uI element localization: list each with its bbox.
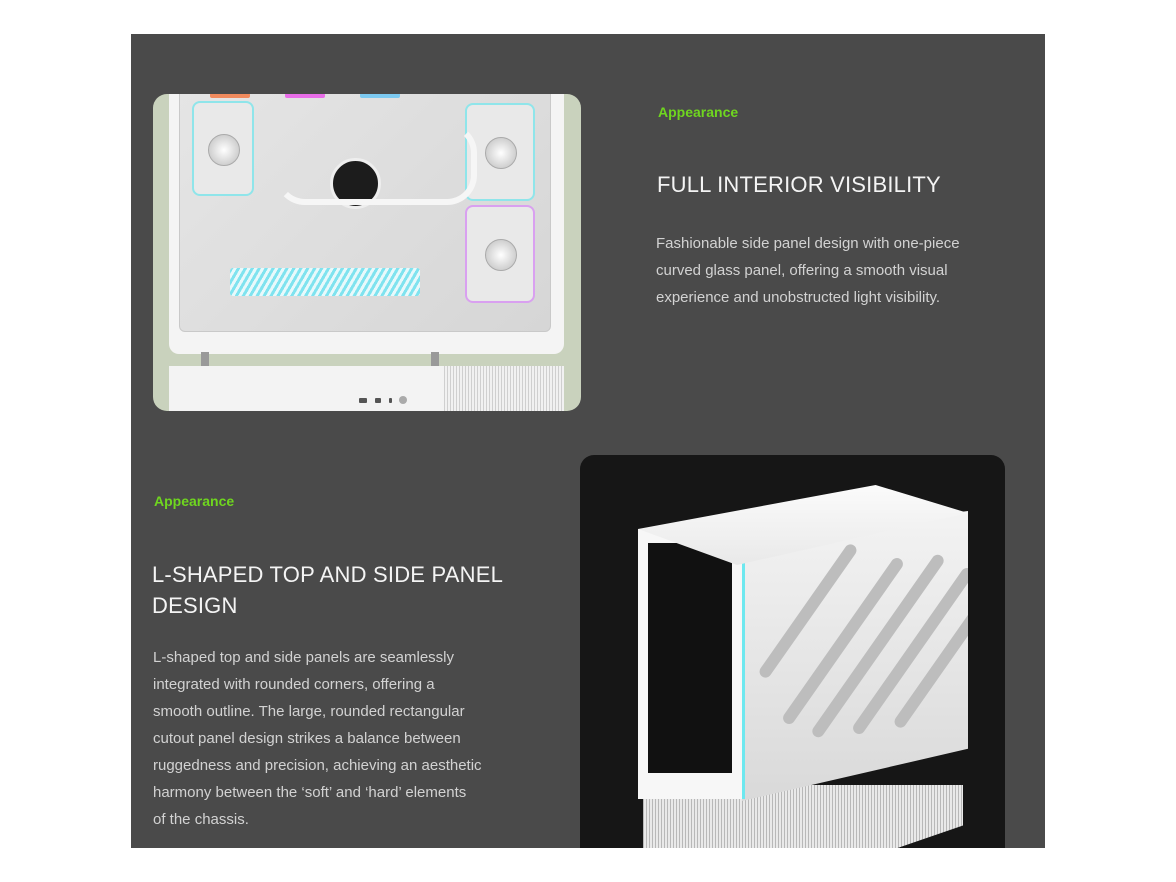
section-label: Appearance — [154, 493, 235, 509]
gpu-rgb-strip — [230, 268, 420, 296]
pc-case-illustration — [169, 94, 564, 354]
section-description: Fashionable side panel design with one-p… — [656, 235, 960, 306]
case-interior-image — [153, 94, 581, 411]
section-title: L-SHAPED TOP AND SIDE PANEL DESIGN — [152, 562, 504, 618]
fan-icon — [192, 101, 254, 196]
case-base — [169, 366, 564, 411]
side-panel-cutouts — [742, 511, 968, 801]
section-description: L-shaped top and side panels are seamles… — [153, 649, 482, 828]
section-label: Appearance — [658, 104, 739, 120]
section-title: FULL INTERIOR VISIBILITY — [657, 172, 941, 197]
l-shaped-panel-image — [580, 455, 1005, 848]
front-frame — [638, 529, 745, 799]
product-feature-panel: Appearance FULL INTERIOR VISIBILITY Fash… — [131, 34, 1045, 848]
pc-case-render — [638, 485, 968, 848]
glass-side-panel — [179, 94, 551, 332]
fan-icon — [465, 205, 535, 303]
